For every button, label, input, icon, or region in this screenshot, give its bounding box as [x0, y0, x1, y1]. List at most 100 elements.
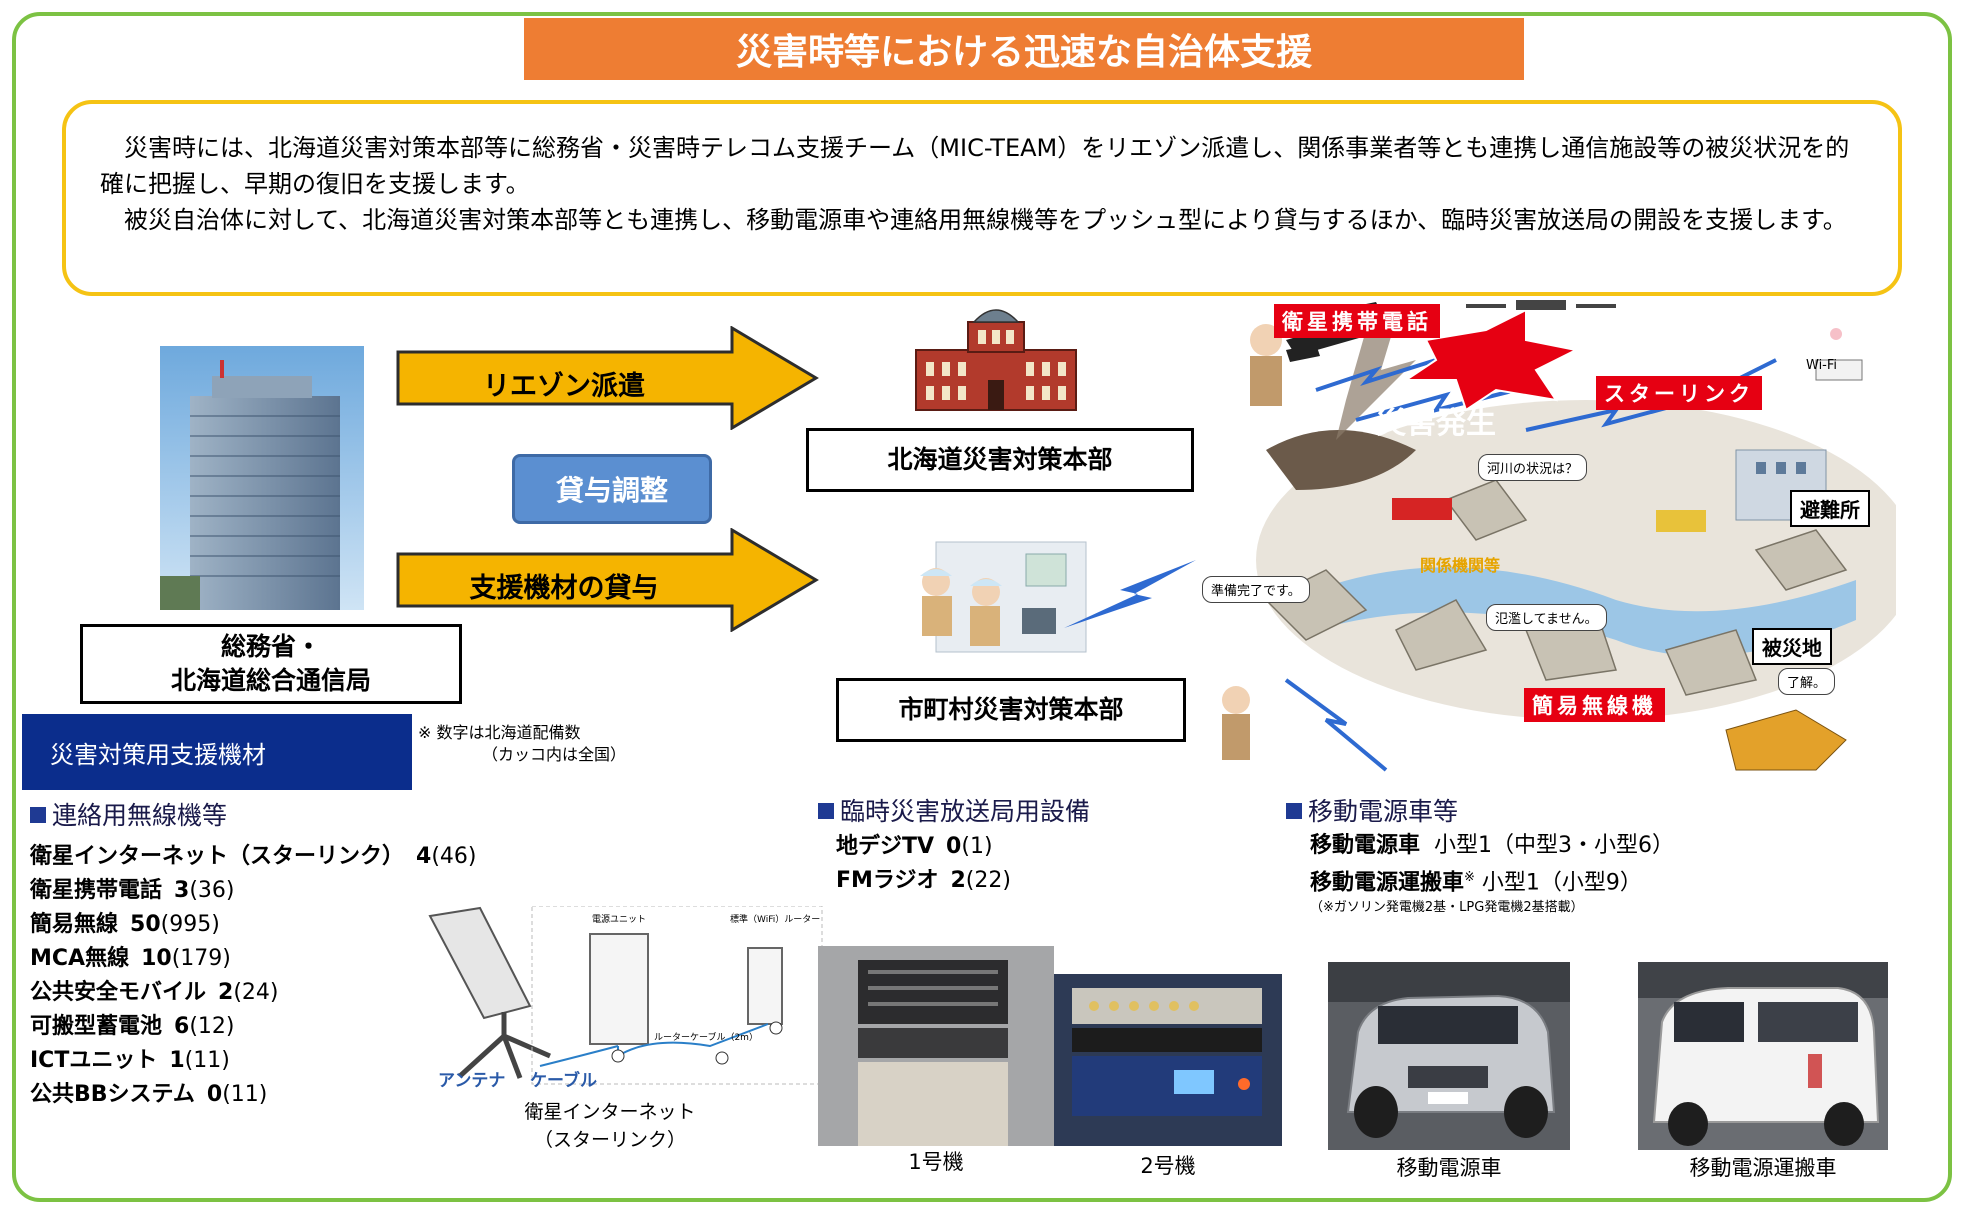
radio-item-name: 公共安全モバイル — [30, 980, 207, 1005]
intro-box: 災害時には、北海道災害対策本部等に総務省・災害時テレコム支援チーム（MIC-TE… — [62, 100, 1902, 296]
section-square-icon — [30, 807, 46, 823]
radio-item-total: (11) — [184, 1048, 230, 1073]
radio-item-total: (11) — [222, 1082, 268, 1107]
unit1-photo — [818, 946, 1054, 1146]
equipment-note: ※ 数字は北海道配備数 （カッコ内は全国） — [418, 722, 626, 766]
section-radio-heading: 連絡用無線機等 — [52, 801, 228, 830]
bubble-ready: 準備完了です。 — [1202, 576, 1310, 603]
unit1-caption: 1号機 — [908, 1150, 964, 1174]
source-line-1: 総務省・ — [220, 632, 321, 661]
starlink-caption: 衛星インターネット （スターリンク） — [480, 1098, 740, 1154]
router-label: 標準（WiFi）ルーター — [730, 915, 821, 925]
starlink-caption-line-1: 衛星インターネット — [524, 1101, 696, 1123]
tag-starlink: スターリンク — [1596, 376, 1762, 410]
radio-item: 簡易無線 50(995) — [30, 908, 477, 942]
disaster-area-label: 被災地 — [1752, 628, 1832, 665]
agencies-label: 関係機関等 — [1420, 556, 1501, 575]
power-item-2: 移動電源運搬車※ 小型1（小型9） — [1310, 862, 1674, 899]
bubble-river: 河川の状況は？ — [1478, 454, 1588, 481]
intro-paragraph-2: 被災自治体に対して、北海道災害対策本部等とも連携し、移動電源車や連絡用無線機等を… — [124, 206, 1847, 234]
source-box: 総務省・ 北海道総合通信局 — [80, 624, 462, 704]
broadcast-equipment-list: 地デジTV 0(1) FMラジオ 2(22) — [836, 830, 1011, 898]
broadcast-item-name: FMラジオ — [836, 868, 939, 893]
radio-item: 公共BBシステム 0(11) — [30, 1078, 477, 1112]
radio-item: 衛星携帯電話 3(36) — [30, 874, 477, 908]
radio-item-value: 0 — [206, 1082, 223, 1107]
intro-paragraph-1: 災害時には、北海道災害対策本部等に総務省・災害時テレコム支援チーム（MIC-TE… — [100, 134, 1850, 198]
section-broadcast-heading: 臨時災害放送局用設備 — [840, 797, 1091, 826]
radio-item: 衛星インターネット（スターリンク）4(46) — [30, 840, 477, 874]
power-item-1: 移動電源車 小型1（中型3・小型6） — [1310, 830, 1674, 862]
broadcast-item-total: (1) — [961, 834, 993, 859]
power-footnote: （※ガソリン発電機2基・LPG発電機2基搭載） — [1310, 900, 1584, 916]
radio-item-value: 10 — [141, 946, 172, 971]
section-radio: 連絡用無線機等 — [30, 796, 227, 832]
broadcast-item-value: 0 — [946, 834, 962, 859]
radio-item-name: 可搬型蓄電池 — [30, 1014, 163, 1039]
outer-frame — [12, 12, 1952, 1202]
radio-item-total: (36) — [189, 878, 235, 903]
broadcast-item-value: 2 — [950, 868, 966, 893]
radio-item-value: 1 — [169, 1048, 185, 1073]
shelter-label: 避難所 — [1790, 490, 1870, 527]
radio-item-name: 衛星携帯電話 — [30, 878, 163, 903]
radio-item-value: 4 — [416, 844, 432, 869]
radio-item-name: ICTユニット — [30, 1048, 158, 1073]
unit2-caption: 2号機 — [1140, 1154, 1196, 1178]
power-equipment-list: 移動電源車 小型1（中型3・小型6） 移動電源運搬車※ 小型1（小型9） （※ガ… — [1310, 830, 1674, 917]
power-car-caption: 移動電源車 — [1396, 1156, 1502, 1180]
broadcast-item-name: 地デジTV — [836, 834, 935, 859]
broadcast-item: FMラジオ 2(22) — [836, 864, 1011, 898]
radio-item-name: 公共BBシステム — [30, 1082, 195, 1107]
coordination-button: 貸与調整 — [512, 454, 712, 524]
power-car-photo — [1328, 962, 1570, 1150]
municipal-hq-illustration — [920, 541, 1087, 653]
router-cable-label: ルーターケーブル（2m） — [654, 1033, 758, 1043]
radio-item-name: MCA無線 — [30, 946, 130, 971]
bubble-ok: 了解。 — [1778, 668, 1836, 695]
municipal-hq-box: 市町村災害対策本部 — [836, 678, 1186, 742]
power-transport-caption: 移動電源運搬車 — [1689, 1156, 1837, 1180]
radio-item-value: 6 — [174, 1014, 190, 1039]
radio-item-total: (12) — [189, 1014, 235, 1039]
tag-simple-radio: 簡易無線機 — [1524, 688, 1665, 722]
equipment-header: 災害対策用支援機材 — [22, 714, 412, 790]
equipment-note-line-2: （カッコ内は全国） — [482, 745, 627, 764]
power-item-1-name: 移動電源車 — [1310, 833, 1421, 858]
radio-item-value: 50 — [130, 912, 161, 937]
disaster-burst-label: 災害発生 — [1376, 406, 1496, 441]
section-power-heading: 移動電源車等 — [1308, 797, 1459, 826]
power-item-2-detail: 小型1（小型9） — [1481, 870, 1642, 896]
starlink-caption-line-2: （スターリンク） — [533, 1129, 686, 1151]
arrow-liaison — [396, 326, 819, 430]
arrow-liaison-label: リエゾン派遣 — [483, 371, 645, 402]
radio-item-value: 3 — [174, 878, 190, 903]
section-square-icon — [818, 803, 834, 819]
broadcast-item-total: (22) — [965, 868, 1011, 893]
prefecture-hq-box: 北海道災害対策本部 — [806, 428, 1194, 492]
radio-item-total: (24) — [233, 980, 279, 1005]
page-title: 災害時等における迅速な自治体支援 — [524, 18, 1524, 80]
power-item-2-name: 移動電源運搬車 — [1310, 870, 1465, 896]
radio-item-total: (995) — [160, 912, 220, 937]
cable-label: ケーブル — [530, 1071, 597, 1091]
section-broadcast: 臨時災害放送局用設備 — [818, 792, 1090, 828]
power-transport-photo — [1638, 962, 1888, 1150]
radio-item: 公共安全モバイル 2(24) — [30, 976, 477, 1010]
section-power: 移動電源車等 — [1286, 792, 1458, 828]
tag-satellite-phone: 衛星携帯電話 — [1274, 304, 1440, 338]
radio-item-name: 簡易無線 — [30, 912, 119, 937]
antenna-label: アンテナ — [438, 1071, 506, 1091]
mic-building-photo — [160, 346, 364, 610]
prefecture-hq-building-icon — [915, 309, 1077, 411]
radio-item-name: 衛星インターネット（スターリンク） — [30, 844, 405, 869]
equipment-note-line-1: ※ 数字は北海道配備数 — [418, 723, 581, 742]
radio-item-value: 2 — [218, 980, 234, 1005]
source-line-2: 北海道総合通信局 — [170, 666, 371, 695]
wifi-label: Wi-Fi — [1806, 358, 1838, 373]
section-square-icon — [1286, 803, 1302, 819]
arrow-lending-label: 支援機材の貸与 — [469, 573, 659, 604]
arrow-lending — [396, 528, 819, 632]
